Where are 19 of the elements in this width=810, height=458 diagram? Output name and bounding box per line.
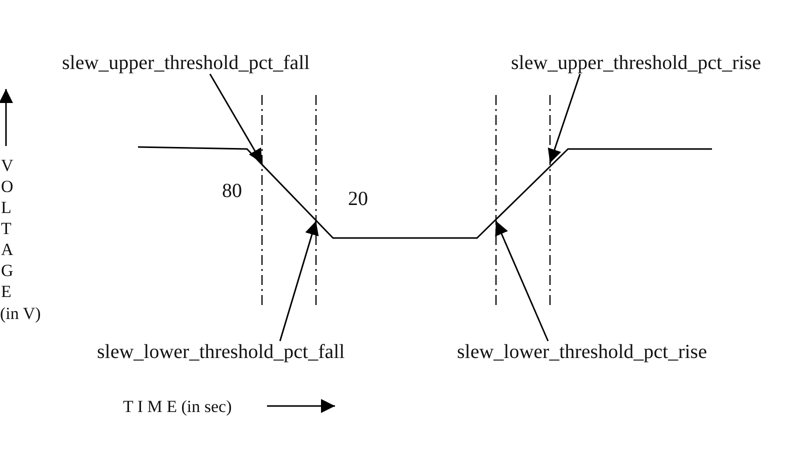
- leader-line: [548, 74, 581, 164]
- callout-label: slew_upper_threshold_pct_rise: [511, 52, 761, 74]
- leader-line: [495, 220, 549, 342]
- leader-line: [279, 220, 319, 342]
- callout-label: slew_lower_threshold_pct_rise: [457, 341, 707, 363]
- axis-label: L: [1, 199, 12, 216]
- axis-label: A: [1, 241, 14, 258]
- threshold-value: 20: [348, 189, 368, 209]
- axis-label: G: [1, 262, 14, 279]
- callout-label: slew_upper_threshold_pct_fall: [62, 52, 310, 74]
- threshold-value: 80: [222, 181, 242, 201]
- callout-label: slew_lower_threshold_pct_fall: [97, 341, 345, 363]
- axis-label: T: [1, 220, 12, 237]
- axis-label: (in V): [0, 305, 41, 322]
- axis-label: T I M E (in sec): [123, 398, 232, 415]
- axis-label: V: [1, 157, 14, 174]
- axis-label: O: [1, 178, 14, 195]
- axis-label: E: [1, 283, 12, 300]
- leader-line: [209, 74, 263, 164]
